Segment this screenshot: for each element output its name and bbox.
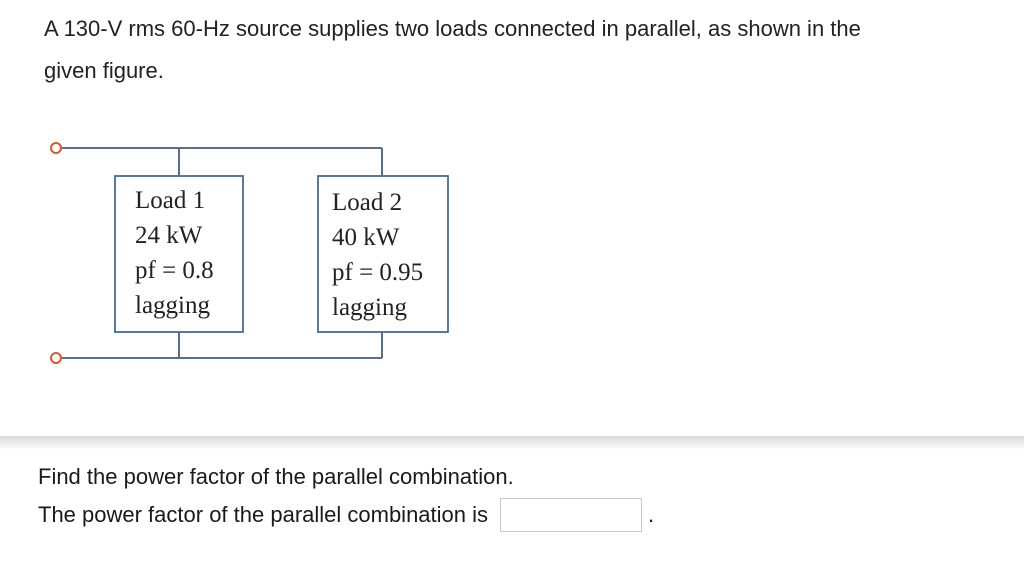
section-divider bbox=[0, 436, 1024, 450]
question-block: Find the power factor of the parallel co… bbox=[38, 458, 654, 534]
load2-power: 40 kW bbox=[332, 224, 400, 251]
answer-label: The power factor of the parallel combina… bbox=[38, 502, 489, 527]
load2-box bbox=[317, 175, 449, 333]
load1-pf: pf = 0.8 bbox=[135, 257, 214, 284]
answer-input[interactable] bbox=[500, 498, 643, 532]
intro-line-2: given figure. bbox=[44, 58, 164, 83]
load1-power: 24 kW bbox=[135, 222, 203, 249]
circuit-figure: Load 1 24 kW pf = 0.8 lagging Load 2 40 … bbox=[50, 142, 449, 364]
load1-box bbox=[114, 175, 244, 333]
bottom-terminal-icon bbox=[50, 352, 62, 364]
problem-statement: A 130-V rms 60-Hz source supplies two lo… bbox=[44, 8, 1004, 92]
load1-name: Load 1 bbox=[135, 187, 205, 214]
load2-name: Load 2 bbox=[332, 189, 402, 216]
load1-type: lagging bbox=[135, 292, 210, 319]
top-terminal-icon bbox=[50, 142, 62, 154]
question-prompt: Find the power factor of the parallel co… bbox=[38, 464, 514, 489]
load2-type: lagging bbox=[332, 294, 407, 321]
intro-line-1: A 130-V rms 60-Hz source supplies two lo… bbox=[44, 16, 861, 41]
load2-pf: pf = 0.95 bbox=[332, 259, 423, 286]
answer-suffix: . bbox=[648, 502, 655, 527]
answer-line: The power factor of the parallel combina… bbox=[38, 496, 654, 534]
